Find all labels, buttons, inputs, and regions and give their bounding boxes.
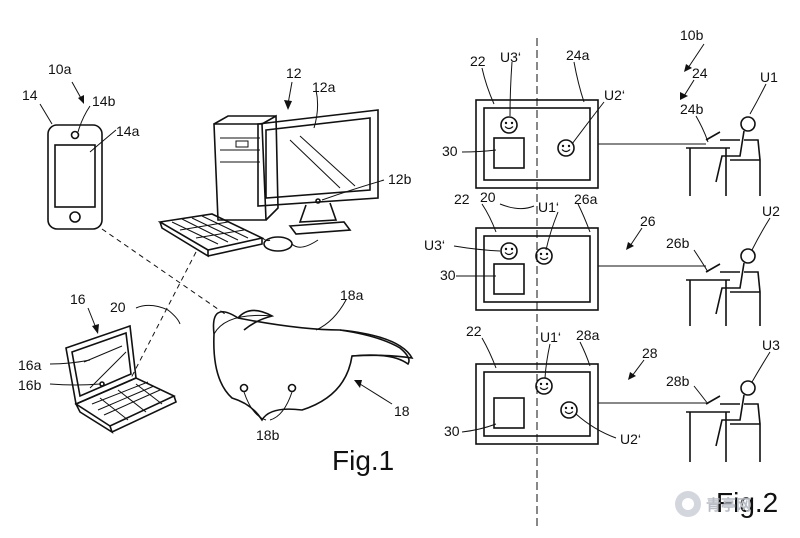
virtual-room-24a	[475, 99, 599, 189]
label-room-c-avatar-u1: U1‘	[540, 329, 561, 345]
label-room-c-22: 22	[466, 323, 482, 339]
label-user-u3: U3	[762, 337, 780, 353]
label-room-c-screen-30: 30	[444, 423, 460, 439]
vr-headset	[212, 309, 414, 422]
figure-caption-1: Fig.1	[332, 445, 394, 476]
label-room-c-28b: 28b	[666, 373, 690, 389]
smiley-eye	[570, 406, 574, 410]
label-connection-20-fig2: 20	[480, 189, 496, 205]
smiley-mouth	[539, 257, 549, 261]
smiley-eye	[561, 144, 565, 148]
label-room-c-28a: 28a	[576, 327, 600, 343]
label-computer-camera-12b: 12b	[388, 171, 412, 187]
smartphone	[47, 124, 103, 230]
smiley-mouth	[504, 126, 514, 130]
smiley-mouth	[564, 411, 574, 415]
user-u2-at-desk	[686, 248, 761, 326]
watermark: 青亭网	[675, 491, 751, 517]
label-smartphone-display-14a: 14a	[116, 123, 140, 139]
smiley-icon	[560, 401, 578, 419]
label-room-b-26a: 26a	[574, 191, 598, 207]
smiley-icon	[535, 247, 553, 265]
label-laptop-camera-16b: 16b	[18, 377, 42, 393]
label-smartphone-14: 14	[22, 87, 38, 103]
virtual-room-26a	[475, 227, 599, 311]
label-user-u2: U2	[762, 203, 780, 219]
smiley-icon	[535, 377, 553, 395]
figure-caption-2: Fig.2	[716, 487, 778, 518]
label-computer-12: 12	[286, 65, 302, 81]
smiley-mouth	[504, 252, 514, 256]
label-unit-24: 24	[692, 65, 708, 81]
label-room-b-screen-30: 30	[440, 267, 456, 283]
smiley-mouth	[539, 387, 549, 391]
label-vr-headset-cameras-18b: 18b	[256, 427, 280, 443]
smiley-eye	[545, 252, 549, 256]
label-room-b-group-26: 26	[640, 213, 656, 229]
label-room-b-26b: 26b	[666, 235, 690, 251]
smiley-mouth	[561, 149, 571, 153]
label-room-a-22: 22	[470, 53, 486, 69]
smiley-eye	[504, 121, 508, 125]
label-vr-headset-18: 18	[394, 403, 410, 419]
virtual-room-28a	[475, 363, 599, 445]
desktop-computer	[157, 109, 379, 258]
label-room-a-24a: 24a	[566, 47, 590, 63]
label-laptop-16: 16	[70, 291, 86, 307]
user-u1-at-desk	[686, 116, 761, 196]
label-user-u1: U1	[760, 69, 778, 85]
smiley-icon	[500, 116, 518, 134]
smiley-eye	[539, 252, 543, 256]
label-room-a-avatar-u3: U3‘	[500, 49, 521, 65]
smiley-eye	[510, 247, 514, 251]
label-computer-display-12a: 12a	[312, 79, 336, 95]
fig1-connections	[101, 228, 229, 381]
label-room-c-avatar-u2: U2‘	[620, 431, 641, 447]
smiley-icon	[557, 139, 575, 157]
smiley-eye	[510, 121, 514, 125]
watermark-text: 青亭网	[706, 496, 751, 514]
label-system-10b: 10b	[680, 27, 704, 43]
user-u3-at-desk	[686, 380, 761, 462]
smiley-eye	[564, 406, 568, 410]
label-room-b-22: 22	[454, 191, 470, 207]
label-room-c-group-28: 28	[642, 345, 658, 361]
smiley-icon	[500, 242, 518, 260]
label-room-a-screen-30: 30	[442, 143, 458, 159]
label-room-b-avatar-u1: U1‘	[538, 199, 559, 215]
label-room-a-avatar-u2: U2‘	[604, 87, 625, 103]
label-connection-20: 20	[110, 299, 126, 315]
fig2-leaders	[453, 43, 771, 439]
label-smartphone-camera-14b: 14b	[92, 93, 116, 109]
label-system-10a: 10a	[48, 61, 72, 77]
label-unit-24b: 24b	[680, 101, 704, 117]
smiley-eye	[567, 144, 571, 148]
label-laptop-display-16a: 16a	[18, 357, 42, 373]
laptop	[65, 324, 177, 434]
label-room-b-avatar-u3: U3‘	[424, 237, 445, 253]
smiley-eye	[504, 247, 508, 251]
smiley-eye	[539, 382, 543, 386]
smiley-eye	[545, 382, 549, 386]
label-vr-headset-body-18a: 18a	[340, 287, 364, 303]
fig1-leaders	[39, 81, 393, 421]
fig2-connections	[536, 38, 706, 526]
